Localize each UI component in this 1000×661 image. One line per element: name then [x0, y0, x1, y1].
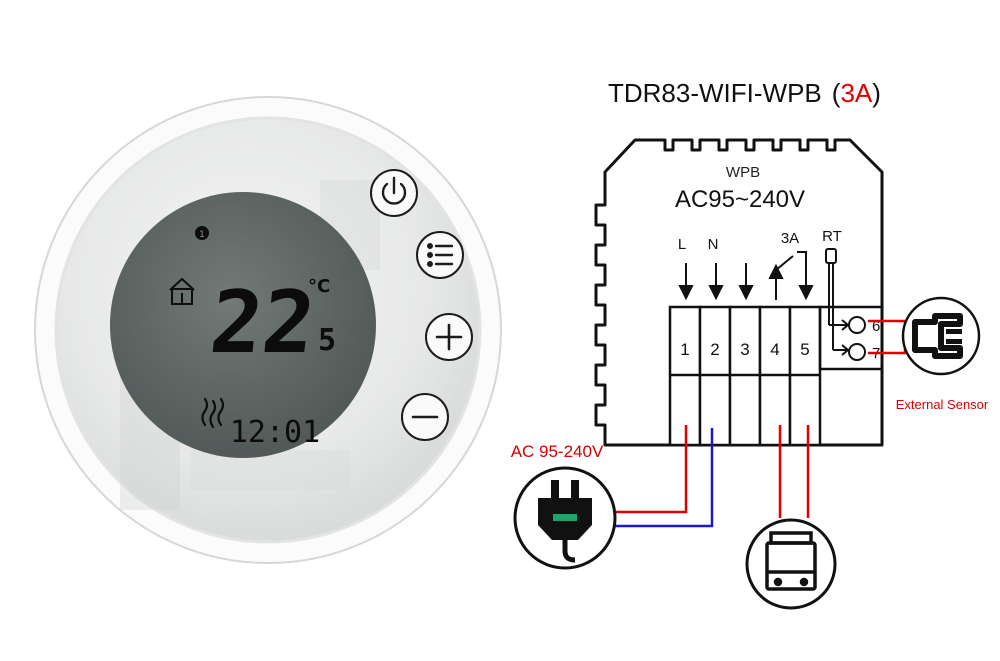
relay-switch-icon — [775, 251, 807, 271]
plus-icon — [435, 323, 463, 351]
voltage-label: AC95~240V — [675, 186, 805, 213]
terminal-label-n: N — [708, 236, 719, 253]
heating-icon — [201, 397, 225, 429]
plug-icon — [538, 480, 592, 563]
external-sensor: External Sensor — [896, 296, 989, 412]
terminal-4: 4 — [770, 340, 779, 359]
menu-button[interactable] — [416, 231, 464, 279]
module-housing — [594, 138, 884, 447]
boiler-icon — [765, 531, 817, 591]
current-rating: 3A — [840, 78, 872, 108]
terminal-5: 5 — [800, 340, 809, 359]
minus-button[interactable] — [401, 393, 449, 441]
power-plug — [513, 466, 617, 570]
terminal-block — [668, 305, 822, 447]
title-paren-close: ) — [872, 78, 881, 108]
terminal-3: 3 — [740, 340, 749, 359]
sensor-terminal-6-screw — [848, 316, 866, 334]
sensor-terminal-6: 6 — [872, 318, 880, 335]
terminal-arrows — [678, 263, 814, 301]
plus-button[interactable] — [425, 313, 473, 361]
indicator-dot — [195, 226, 209, 240]
temperature-decimal: 5 — [318, 323, 336, 358]
temperature-value: 22 — [206, 273, 320, 373]
relay-rating-label: 3A — [781, 230, 799, 247]
module-label: WPB — [726, 164, 760, 181]
power-icon — [381, 176, 407, 205]
sensor-plug-icon — [912, 313, 963, 359]
heating-load — [745, 518, 837, 610]
clock-display: 12:01 — [230, 415, 320, 450]
lcd-display — [110, 192, 376, 458]
model-name: TDR83-WIFI-WPB — [608, 78, 822, 108]
terminal-label-l: L — [678, 236, 686, 253]
terminal-2: 2 — [710, 340, 719, 359]
wiring-diagram: TDR83-WIFI-WPB(3A) WPB AC95~240V L N 3A … — [511, 78, 989, 610]
sensor-label-rt: RT — [822, 228, 842, 245]
title-paren-open: ( — [832, 78, 841, 108]
live-wire — [612, 425, 688, 514]
sensor-terminal-7-screw — [848, 343, 866, 361]
power-supply-label: AC 95-240V — [511, 442, 604, 461]
menu-list-icon — [427, 242, 454, 268]
external-sensor-label: External Sensor — [896, 397, 989, 412]
indicator-number: 1 — [199, 230, 205, 240]
rt-sensor-probe — [825, 248, 850, 356]
power-button[interactable] — [370, 169, 418, 217]
terminal-1: 1 — [680, 340, 689, 359]
terminal-numbers: 1 2 3 4 5 — [680, 340, 809, 359]
thermostat-device: 1 22 °C 5 12:01 — [34, 96, 502, 564]
sensor-terminal-block — [818, 305, 884, 371]
temperature-unit: °C — [308, 276, 330, 297]
neutral-wire — [612, 428, 714, 528]
diagram-title: TDR83-WIFI-WPB (3A) — [608, 78, 881, 108]
home-mode-icon — [169, 277, 195, 305]
